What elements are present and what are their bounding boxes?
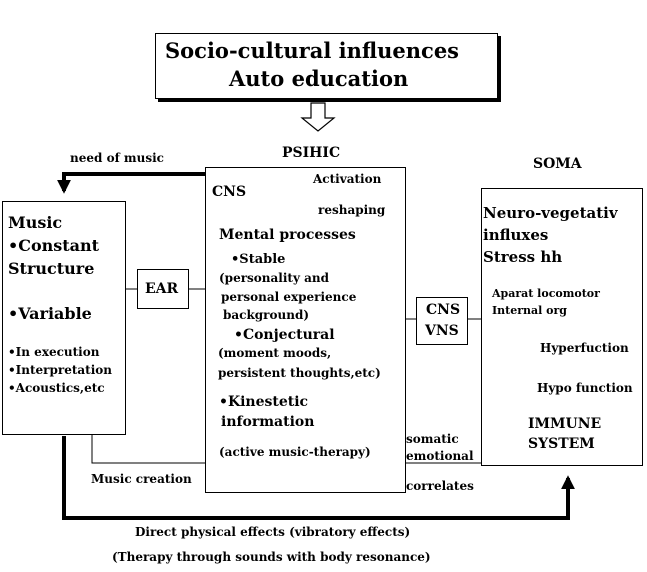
header-line-1: Socio-cultural influences (165, 38, 459, 63)
ear-box (137, 269, 189, 309)
ear-label: EAR (145, 281, 179, 297)
neuro-label-2: influxes (483, 226, 549, 244)
somatic-label: somatic (406, 432, 459, 446)
constant-label-2: Structure (8, 259, 95, 278)
immune-label-2: SYSTEM (528, 436, 595, 452)
activation-label: Activation (313, 172, 382, 186)
cns-vns-line-1: CNS (426, 302, 461, 318)
header-line-2: Auto education (229, 66, 409, 91)
stable-label: •Stable (231, 252, 286, 267)
direct-effects-label: Direct physical effects (vibratory effec… (135, 525, 411, 539)
immune-label-1: IMMUNE (528, 416, 602, 432)
conjectural-desc-2: persistent thoughts,etc) (218, 366, 381, 380)
emotional-label: emotional (406, 449, 474, 463)
direct-effects-arrow (62, 436, 575, 520)
constant-label-1: •Constant (8, 236, 100, 255)
psihic-box (205, 167, 406, 493)
header-box (155, 33, 498, 99)
kinestetic-label-2: information (221, 414, 315, 430)
music-creation-arrow (89, 425, 206, 464)
psihic-title: PSIHIC (282, 145, 341, 161)
music-title: Music (8, 213, 63, 232)
music-creation-label: Music creation (91, 472, 192, 486)
need-of-music-label: need of music (70, 151, 164, 165)
stable-desc-1: (personality and (219, 271, 329, 285)
hypofunction-label: Hypo function (537, 381, 633, 395)
conjectural-desc-1: (moment moods, (218, 346, 332, 360)
cns-vns-box (416, 297, 468, 345)
soma-box (481, 188, 643, 466)
music-box (2, 201, 126, 435)
kinestetic-label-1: •Kinestetic (219, 394, 309, 410)
mental-processes-label: Mental processes (219, 227, 356, 243)
need-of-music-arrow (57, 172, 205, 194)
music-item-2: •Interpretation (8, 363, 113, 377)
reshaping-label: reshaping (318, 203, 386, 217)
header-down-arrow (300, 102, 336, 132)
music-item-3: •Acoustics,etc (8, 381, 105, 395)
variable-label: •Variable (8, 304, 92, 323)
hyperfunction-label: Hyperfuction (540, 341, 629, 355)
stress-label: Stress hh (483, 248, 563, 266)
music-item-1: •In execution (8, 345, 100, 359)
cns-vns-line-2: VNS (425, 323, 459, 339)
conjectural-label: •Conjectural (234, 327, 335, 343)
therapy-label: (Therapy through sounds with body resona… (112, 550, 431, 564)
stable-desc-2: personal experience (221, 290, 357, 304)
internal-label: Internal org (492, 304, 567, 317)
cns-label: CNS (212, 184, 247, 200)
aparat-label: Aparat locomotor (492, 287, 600, 300)
correlates-label: correlates (406, 479, 474, 493)
stable-desc-3: background) (223, 308, 310, 322)
soma-title: SOMA (533, 156, 582, 172)
neuro-label-1: Neuro-vegetativ (483, 204, 618, 222)
kinestetic-desc: (active music-therapy) (219, 445, 371, 459)
